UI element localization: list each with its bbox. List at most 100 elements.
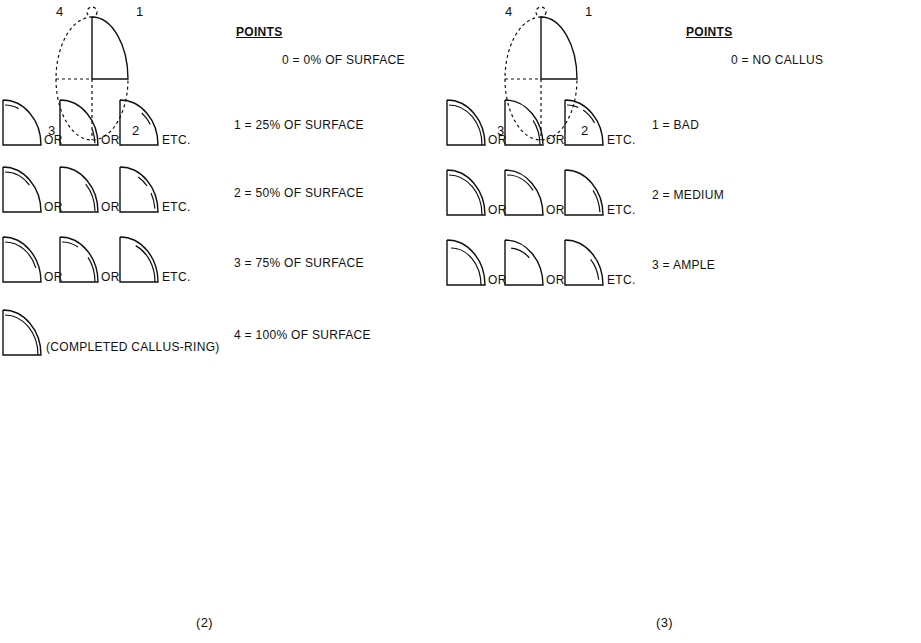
quadrant-shape [3, 237, 41, 282]
quadrant-shape [60, 100, 98, 145]
quadrant-shape [120, 100, 158, 145]
connector-word: OR [101, 200, 120, 214]
quadrant-outline [3, 237, 41, 282]
connector-word: OR [44, 270, 63, 284]
callus-line [62, 105, 95, 145]
top-circle [87, 7, 97, 17]
score-label: 1 = BAD [652, 118, 699, 132]
callus-line [449, 175, 482, 215]
score-label: 2 = MEDIUM [652, 188, 724, 202]
heading: POINTS [236, 25, 282, 39]
dashed-axis [56, 79, 92, 140]
quadrant-outline [3, 310, 41, 355]
callus-band [569, 248, 599, 285]
callus-line [567, 105, 600, 145]
callus-line [62, 172, 95, 212]
quadrant-shape [447, 100, 485, 145]
quadrant-outline [565, 100, 603, 145]
score-label: 4 = 100% OF SURFACE [234, 328, 371, 342]
quadrant-outline [92, 17, 128, 79]
quadrant-outline [447, 240, 485, 285]
quadrant-outline [447, 170, 485, 215]
quadrant-shape [60, 167, 98, 212]
quadrant-shape [447, 170, 485, 215]
connector-word: ETC. [607, 203, 636, 217]
callus-line [5, 242, 38, 282]
quadrant-number: 4 [505, 5, 513, 19]
figure-number: (3) [656, 616, 673, 630]
connector-word: ETC. [607, 133, 636, 147]
quadrant-shape [60, 237, 98, 282]
quadrant-shape [120, 237, 158, 282]
dashed-axis [505, 79, 541, 140]
score-label: 3 = AMPLE [652, 258, 715, 272]
quadrant-shape [565, 100, 603, 145]
dashed-quadrant [505, 17, 541, 79]
quadrant-shape [3, 310, 41, 355]
connector-word: OR [488, 203, 507, 217]
quadrant-outline [447, 100, 485, 145]
callus-band [451, 248, 481, 285]
callus-line [507, 105, 540, 145]
connector-word: ETC. [162, 133, 191, 147]
score-label: 0 = NO CALLUS [731, 53, 823, 67]
quadrant-outline [565, 170, 603, 215]
connector-word: ETC. [607, 273, 636, 287]
dashed-quadrant [56, 17, 92, 79]
quadrant-shape [447, 240, 485, 285]
quadrant-number: 1 [136, 5, 144, 19]
quadrant-shape [505, 240, 543, 285]
note: (COMPLETED CALLUS-RING) [46, 340, 220, 354]
callus-line [122, 172, 155, 212]
score-label: 1 = 25% OF SURFACE [234, 118, 364, 132]
quadrant-shape [505, 170, 543, 215]
reference-ellipse [505, 7, 577, 140]
quadrant-number: 2 [132, 124, 140, 138]
connector-word: OR [546, 133, 565, 147]
connector-word: OR [44, 200, 63, 214]
quadrant-shape [565, 170, 603, 215]
callus-line [122, 105, 155, 145]
callus-band [509, 248, 539, 285]
callus-line [5, 172, 38, 212]
quadrant-outline [60, 167, 98, 212]
quadrant-outline [505, 240, 543, 285]
quadrant-outline [120, 237, 158, 282]
callus-line [567, 175, 600, 215]
quadrant-outline [120, 100, 158, 145]
quadrant-outline [60, 100, 98, 145]
score-label: 0 = 0% OF SURFACE [282, 53, 405, 67]
connector-word: OR [488, 133, 507, 147]
quadrant-outline [505, 100, 543, 145]
connector-word: OR [101, 133, 120, 147]
quadrant-shape [3, 167, 41, 212]
quadrant-outline [3, 100, 41, 145]
heading: POINTS [686, 25, 732, 39]
dashed-half [56, 79, 128, 140]
quadrant-outline [541, 17, 577, 79]
quadrant-number: 1 [585, 5, 593, 19]
callus-line [507, 175, 540, 215]
connector-word: OR [44, 133, 63, 147]
callus-ring [5, 315, 38, 355]
callus-line [122, 242, 155, 282]
quadrant-outline [505, 170, 543, 215]
callus-line [449, 105, 482, 145]
connector-word: OR [546, 203, 565, 217]
connector-word: ETC. [162, 200, 191, 214]
quadrant-outline [120, 167, 158, 212]
connector-word: ETC. [162, 270, 191, 284]
quadrant-number: 2 [581, 124, 589, 138]
quadrant-shape [3, 100, 41, 145]
score-label: 3 = 75% OF SURFACE [234, 256, 364, 270]
callus-line [5, 105, 38, 145]
quadrant-number: 4 [56, 5, 64, 19]
quadrant-outline [565, 240, 603, 285]
callus-line [62, 242, 95, 282]
top-circle [536, 7, 546, 17]
quadrant-outline [3, 167, 41, 212]
figure-number: (2) [196, 616, 213, 630]
connector-word: OR [101, 270, 120, 284]
